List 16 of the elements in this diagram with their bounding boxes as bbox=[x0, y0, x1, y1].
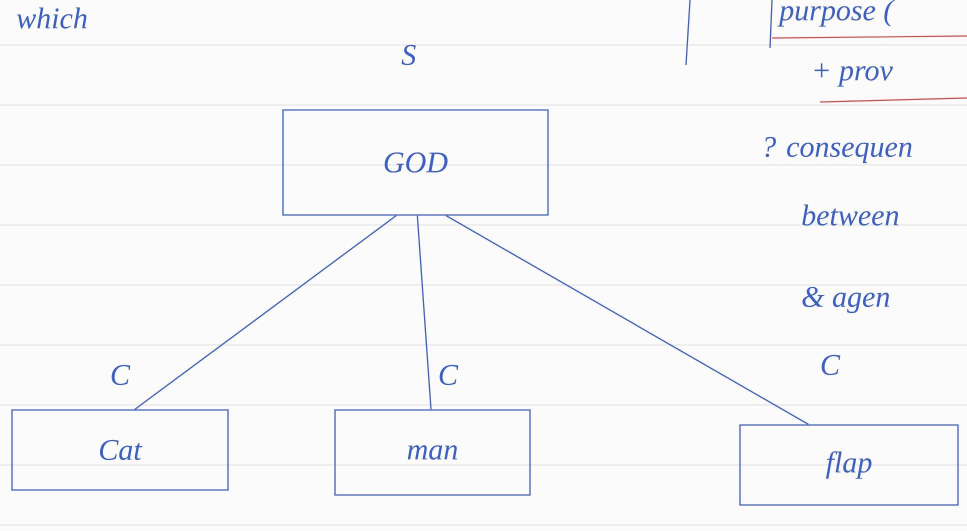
box: GOD bbox=[282, 109, 549, 216]
note: which bbox=[16, 7, 87, 29]
edge-label: C bbox=[440, 364, 458, 386]
note: ? consequen bbox=[765, 136, 912, 164]
box: man bbox=[334, 409, 531, 496]
note: S bbox=[402, 44, 416, 66]
line bbox=[446, 215, 809, 425]
edge-label: C bbox=[822, 354, 840, 376]
line bbox=[416, 216, 432, 410]
note: & agen bbox=[802, 286, 890, 314]
line bbox=[134, 215, 397, 410]
box: flap bbox=[739, 424, 959, 506]
box: Cat bbox=[11, 409, 229, 491]
edge-label: C bbox=[112, 364, 130, 386]
note: between bbox=[802, 204, 898, 226]
note: + prov bbox=[814, 63, 893, 87]
